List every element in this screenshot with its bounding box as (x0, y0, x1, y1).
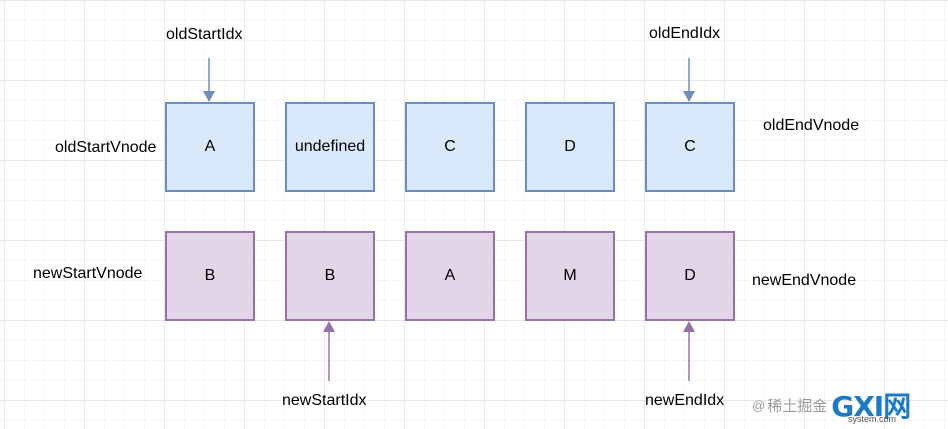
new-start-idx-arrow (323, 321, 335, 381)
new-node-1-label: B (324, 267, 336, 284)
old-node-3: D (525, 102, 615, 192)
watermark: @ 稀土掘金 GXI网 system.com (752, 390, 911, 424)
old-end-vnode-label: oldEndVnode (763, 117, 860, 134)
new-node-0-label: B (204, 267, 216, 284)
new-node-0: B (165, 231, 255, 321)
old-start-idx-arrow (203, 58, 215, 102)
new-node-4-label: D (684, 267, 696, 284)
new-node-2-label: A (444, 267, 456, 284)
new-node-1: B (285, 231, 375, 321)
new-start-idx-label: newStartIdx (282, 392, 367, 409)
watermark-text: 稀土掘金 (767, 397, 828, 415)
old-node-3-label: D (564, 138, 576, 155)
old-end-idx-label: oldEndIdx (649, 25, 721, 42)
new-node-2: A (405, 231, 495, 321)
old-node-1: undefined (285, 102, 375, 192)
watermark-logo: GXI网 (831, 390, 911, 423)
new-node-3: M (525, 231, 615, 321)
old-node-4: C (645, 102, 735, 192)
old-node-1-label: undefined (294, 138, 366, 155)
old-node-4-label: C (684, 138, 696, 155)
old-start-vnode-label: oldStartVnode (55, 139, 157, 156)
old-start-idx-label: oldStartIdx (166, 26, 243, 43)
new-end-idx-label: newEndIdx (645, 392, 725, 409)
new-node-3-label: M (563, 267, 577, 284)
new-node-4: D (645, 231, 735, 321)
old-end-idx-arrow (683, 58, 695, 102)
new-end-vnode-label: newEndVnode (752, 272, 857, 289)
old-node-0-label: A (204, 138, 216, 155)
old-node-0: A (165, 102, 255, 192)
old-node-2: C (405, 102, 495, 192)
watermark-at: @ (752, 397, 766, 413)
watermark-site: system.com (848, 414, 897, 424)
old-node-2-label: C (444, 138, 456, 155)
new-start-vnode-label: newStartVnode (33, 265, 143, 282)
new-end-idx-arrow (683, 321, 695, 381)
